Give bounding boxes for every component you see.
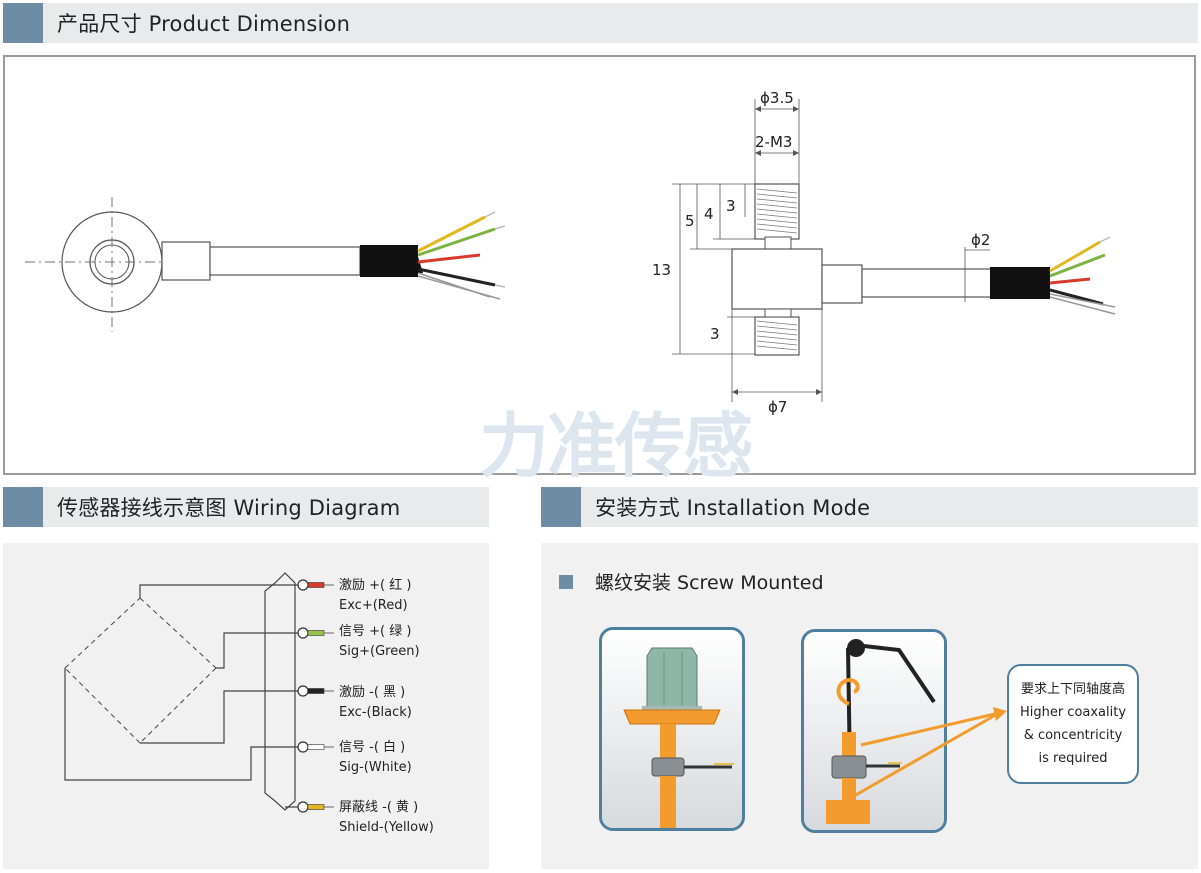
header-accent-block (3, 487, 43, 527)
wire-label-en: Exc-(Black) (339, 705, 412, 720)
dim-label-3-bottom: 3 (710, 325, 720, 343)
callout-line-1: 要求上下同轴度高 (1020, 682, 1125, 697)
wire-label-cn: 信号 +( 绿 ) (339, 624, 412, 639)
installation-section-title: 安装方式 Installation Mode (595, 496, 871, 520)
terminal-exc-minus (297, 685, 334, 697)
wiring-section-header: 传感器接线示意图 Wiring Diagram (3, 487, 489, 527)
wire-label-sig-plus: 信号 +( 绿 ) Sig+(Green) (339, 622, 420, 662)
front-view-lead-wires (1049, 236, 1116, 315)
bridge-circuit (64, 597, 217, 744)
screw-mount-illustration-1 (599, 627, 745, 831)
dimension-drawing: ϕ3.5 2-M3 3 4 5 13 3 ϕ7 ϕ2 (25, 89, 1116, 416)
wiring-lines (64, 572, 303, 811)
terminal-exc-plus (297, 579, 334, 591)
bullet-square-icon (559, 574, 573, 589)
wire-label-en: Sig+(Green) (339, 644, 420, 659)
installation-section-header: 安装方式 Installation Mode (541, 487, 1198, 527)
dimension-section-title: 产品尺寸 Product Dimension (57, 12, 351, 36)
screw-mount-image-2 (804, 632, 944, 830)
header-accent-block (541, 487, 581, 527)
dim-label-phi2: ϕ2 (971, 231, 990, 249)
screw-mount-image-1 (602, 630, 742, 828)
wiring-diagram (64, 572, 334, 813)
callout-line-3: & concentricity (1023, 728, 1123, 743)
ring-sensor-side-view (25, 197, 506, 332)
dim-label-thread-m3: 2-M3 (755, 133, 792, 151)
installation-subtitle: 螺纹安装 Screw Mounted (559, 568, 824, 595)
callout-line-2: Higher coaxality (1019, 705, 1127, 720)
wiring-diagram-panel: 激励 +( 红 ) Exc+(Red) 信号 +( 绿 ) Sig+(Green… (3, 543, 489, 869)
wire-label-cn: 激励 -( 黑 ) (339, 685, 406, 700)
dim-label-13: 13 (652, 261, 671, 279)
terminal-shield (297, 801, 334, 813)
dim-label-phi7: ϕ7 (768, 398, 787, 416)
dim-label-3-top: 3 (726, 197, 736, 215)
wire-label-sig-minus: 信号 -( 白 ) Sig-(White) (339, 738, 412, 778)
dimension-drawing-panel: ϕ3.5 2-M3 3 4 5 13 3 ϕ7 ϕ2 (3, 55, 1196, 475)
wire-label-cn: 激励 +( 红 ) (339, 578, 412, 593)
terminal-sig-plus (297, 627, 334, 639)
wire-terminals (297, 579, 334, 813)
wire-label-cn: 信号 -( 白 ) (339, 740, 406, 755)
screw-mount-illustration-2 (801, 629, 947, 833)
wire-label-shield: 屏蔽线 -( 黄 ) Shield-(Yellow) (339, 798, 434, 838)
wire-label-exc-minus: 激励 -( 黑 ) Exc-(Black) (339, 683, 412, 723)
coaxiality-requirement-callout: 要求上下同轴度高 Higher coaxality & concentricit… (1007, 664, 1139, 784)
wire-label-en: Exc+(Red) (339, 598, 408, 613)
wire-label-en: Sig-(White) (339, 760, 412, 775)
brand-watermark: 力准传感 (479, 405, 753, 487)
ring-sensor-lead-wires (417, 211, 506, 300)
callout-line-4: is required (1038, 751, 1108, 766)
sensor-front-view: ϕ3.5 2-M3 3 4 5 13 3 ϕ7 ϕ2 (652, 89, 1116, 416)
wire-label-en: Shield-(Yellow) (339, 820, 434, 835)
wire-label-exc-plus: 激励 +( 红 ) Exc+(Red) (339, 576, 411, 616)
installation-subtitle-text: 螺纹安装 Screw Mounted (595, 572, 824, 594)
dimension-section-header: 产品尺寸 Product Dimension (3, 3, 1198, 43)
wire-label-cn: 屏蔽线 -( 黄 ) (339, 800, 419, 815)
header-accent-block (3, 3, 43, 43)
installation-panel: 螺纹安装 Screw Mounted (541, 543, 1198, 869)
terminal-sig-minus (297, 741, 334, 753)
wiring-section-title: 传感器接线示意图 Wiring Diagram (57, 496, 401, 520)
dim-label-4: 4 (704, 205, 714, 223)
dim-label-phi3.5: ϕ3.5 (760, 89, 794, 107)
dim-label-5: 5 (685, 212, 695, 230)
